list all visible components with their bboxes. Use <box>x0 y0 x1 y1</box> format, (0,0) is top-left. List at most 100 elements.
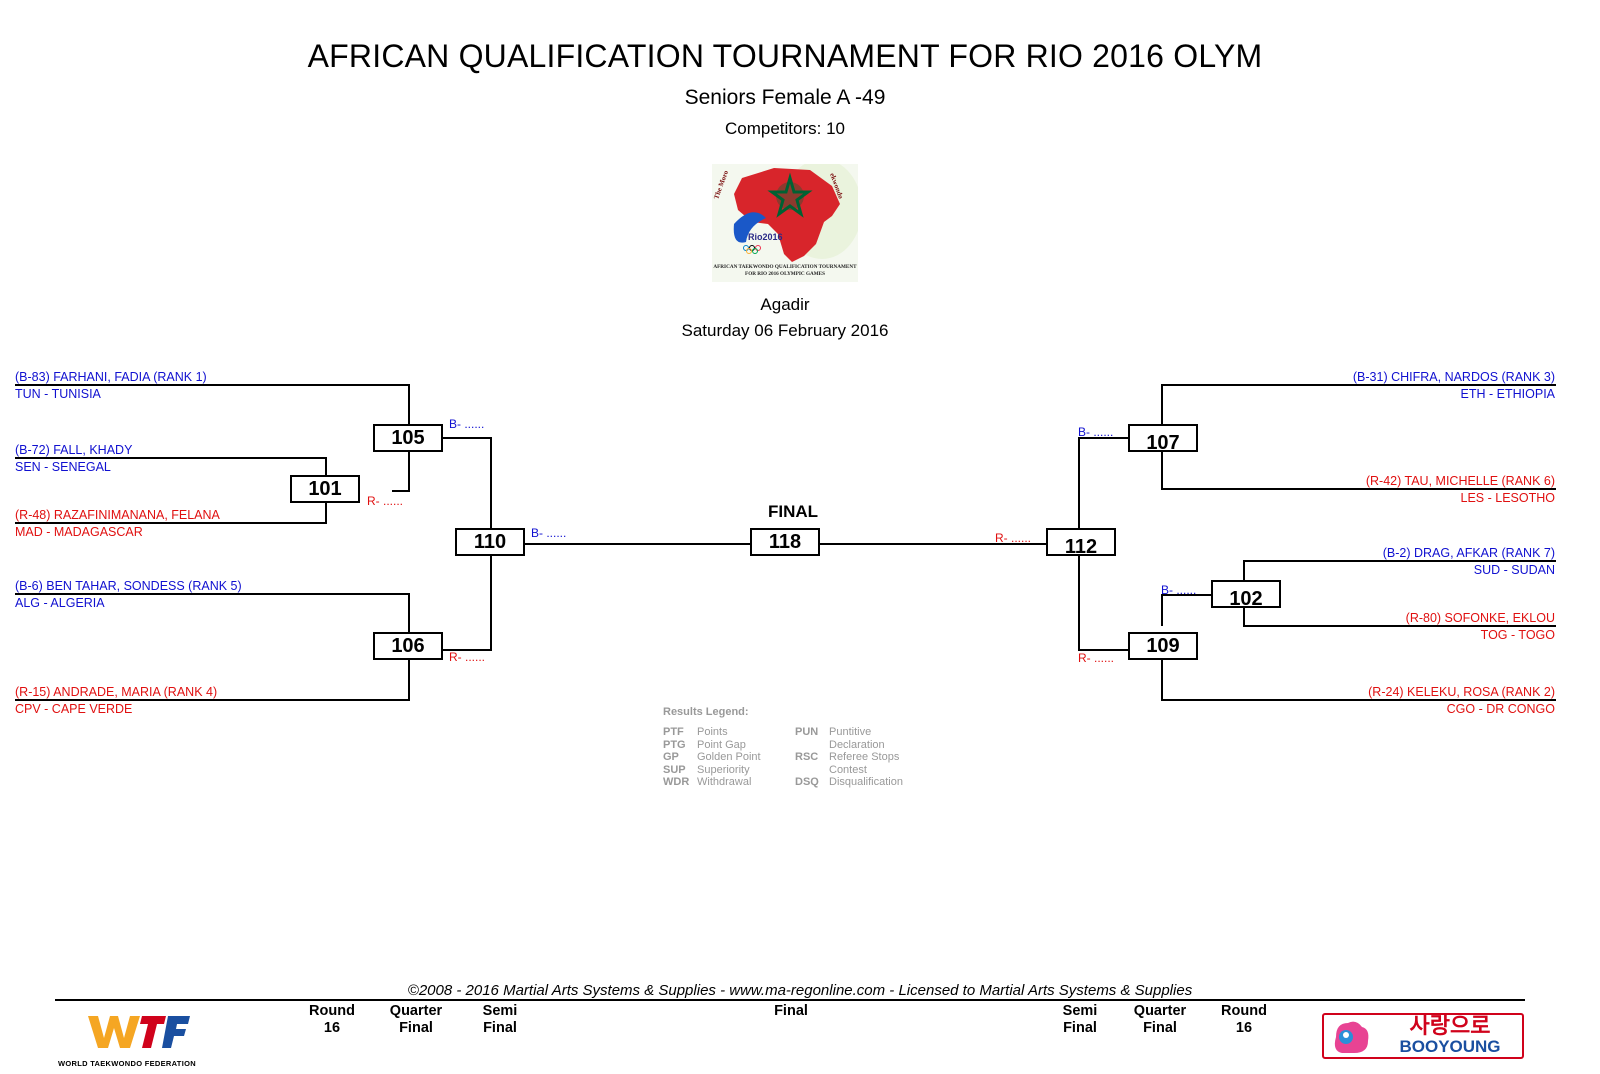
bracket-line <box>1163 699 1556 701</box>
footer-rule <box>55 999 1525 1001</box>
competitor-country: SEN - SENEGAL <box>15 460 111 474</box>
legend-code: SUP <box>663 763 686 776</box>
competitor-name: (B-2) DRAG, AFKAR (RANK 7) <box>1382 546 1555 560</box>
match-box-118[interactable]: 118 <box>750 528 820 556</box>
final-round-label: Final <box>774 1003 808 1019</box>
legend-code: PUN <box>795 726 819 738</box>
bracket-line <box>1161 643 1163 701</box>
match-box-109[interactable]: 109 <box>1128 632 1198 660</box>
match-box-106[interactable]: 106 <box>373 632 443 660</box>
wtf-logo-text: WORLD TAEKWONDO FEDERATION <box>58 1059 196 1068</box>
booyoung-logo: 사랑으로 BOOYOUNG <box>1322 1013 1524 1059</box>
bracket-line <box>524 543 756 545</box>
final-label: FINAL <box>767 502 819 521</box>
competitor-name: (B-83) FARHANI, FADIA (RANK 1) <box>15 370 207 384</box>
competitor-country: TUN - TUNISIA <box>15 387 101 401</box>
legend-text: Withdrawal <box>697 776 752 788</box>
legend-text: Golden Point <box>697 751 761 763</box>
legend-text: Superiority <box>697 763 750 776</box>
competitor-country: TOG - TOGO <box>1480 628 1555 642</box>
bracket-line <box>1163 384 1556 386</box>
legend-text: Puntitive <box>829 726 872 738</box>
legend-text: Points <box>697 726 728 738</box>
competitor-country: ALG - ALGERIA <box>15 596 105 610</box>
category-subtitle: Seniors Female A -49 <box>684 86 886 109</box>
match-box-101[interactable]: 101 <box>290 475 360 503</box>
competitor-name: (B-31) CHIFRA, NARDOS (RANK 3) <box>1352 370 1555 384</box>
match-box-107[interactable]: 107 <box>1128 424 1198 454</box>
legend-code: WDR <box>663 776 690 788</box>
booyoung-text: BOOYOUNG <box>1399 1037 1501 1056</box>
competitor-name: (R-80) SOFONKE, EKLOU <box>1405 611 1555 625</box>
bracket-line <box>1078 437 1128 439</box>
bracket-line <box>15 457 327 459</box>
competitor-name: (R-48) RAZAFINIMANANA, FELANA <box>15 508 220 522</box>
legend-text: Contest <box>829 763 867 776</box>
bracket-line <box>15 699 410 701</box>
competitor-country: SUD - SUDAN <box>1473 563 1555 577</box>
slot-red: R- ...... <box>449 650 485 664</box>
event-date: Saturday 06 February 2016 <box>681 321 889 340</box>
competitor-name: (B-6) BEN TAHAR, SONDESS (RANK 5) <box>15 579 242 593</box>
slot-red: R- ...... <box>1078 651 1114 665</box>
bracket-line <box>1078 649 1128 651</box>
match-box-102[interactable]: 102 <box>1211 580 1281 610</box>
competitor-country: ETH - ETHIOPIA <box>1460 387 1555 401</box>
bracket-line <box>440 437 492 439</box>
bracket-line <box>1245 625 1556 627</box>
match-box-112[interactable]: 112 <box>1046 528 1116 558</box>
competitor-name: (R-24) KELEKU, ROSA (RANK 2) <box>1368 685 1555 699</box>
slot-blue: B- ...... <box>531 526 567 540</box>
legend-text: Referee Stops <box>829 751 900 763</box>
competitor-name: (B-72) FALL, KHADY <box>15 443 133 457</box>
bracket-line <box>1245 560 1556 562</box>
rio-2016-text: Rio2016 <box>748 232 783 242</box>
booyoung-korean-text: 사랑으로 <box>1409 1013 1491 1038</box>
bracket-line <box>15 522 327 524</box>
page-title: AFRICAN QUALIFICATION TOURNAMENT FOR RIO… <box>307 38 1263 74</box>
slot-red: R- ...... <box>367 494 403 508</box>
results-legend: PTF Points PTG Point Gap GP Golden Point SU… <box>663 726 761 789</box>
wtf-logo: WORLD TAEKWONDO FEDERATION <box>58 1012 208 1068</box>
logo-caption-2: FOR RIO 2016 OLYMPIC GAMES <box>745 271 825 277</box>
bracket-line <box>15 593 410 595</box>
bracket-line <box>818 543 1048 545</box>
bracket-line <box>392 490 410 492</box>
event-logo: Rio2016 The Moro ekwondo AFRICAN TAEKWON… <box>712 164 858 282</box>
legend-text: Disqualification <box>829 776 903 788</box>
legend-text: Declaration <box>829 738 885 751</box>
bracket-line <box>1163 488 1556 490</box>
legend-code: PTF <box>663 726 684 738</box>
competitor-country: CPV - CAPE VERDE <box>15 702 133 716</box>
competitors-count: Competitors: 10 <box>725 119 845 138</box>
venue-name: Agadir <box>760 295 810 314</box>
legend-code: GP <box>663 751 679 763</box>
competitor-country: MAD - MADAGASCAR <box>15 525 143 539</box>
competitor-name: (R-15) ANDRADE, MARIA (RANK 4) <box>15 685 218 699</box>
legend-text: Point Gap <box>697 738 746 751</box>
legend-code: PTG <box>663 738 686 751</box>
bracket-line <box>15 384 410 386</box>
match-box-110[interactable]: 110 <box>455 528 525 556</box>
logo-caption-1: AFRICAN TAEKWONDO QUALIFICATION TOURNAME… <box>713 264 857 270</box>
bracket-line <box>1161 594 1211 596</box>
match-box-105[interactable]: 105 <box>373 424 443 452</box>
bracket-line <box>1161 594 1163 626</box>
slot-blue: B- ...... <box>1161 583 1197 597</box>
competitor-country: CGO - DR CONGO <box>1446 702 1555 716</box>
results-legend-col2: PUN Puntitive Declaration RSC Referee Stop… <box>795 726 903 789</box>
legend-title: Results Legend: <box>663 706 749 718</box>
slot-red: R- ...... <box>995 531 1031 545</box>
legend-code: RSC <box>795 751 819 763</box>
slot-blue: B- ...... <box>449 417 485 431</box>
competitor-country: LES - LESOTHO <box>1460 491 1555 505</box>
copyright-text: ©2008 - 2016 Martial Arts Systems & Supp… <box>407 982 1193 999</box>
competitor-name: (R-42) TAU, MICHELLE (RANK 6) <box>1365 474 1555 488</box>
slot-blue: B- ...... <box>1078 425 1114 439</box>
